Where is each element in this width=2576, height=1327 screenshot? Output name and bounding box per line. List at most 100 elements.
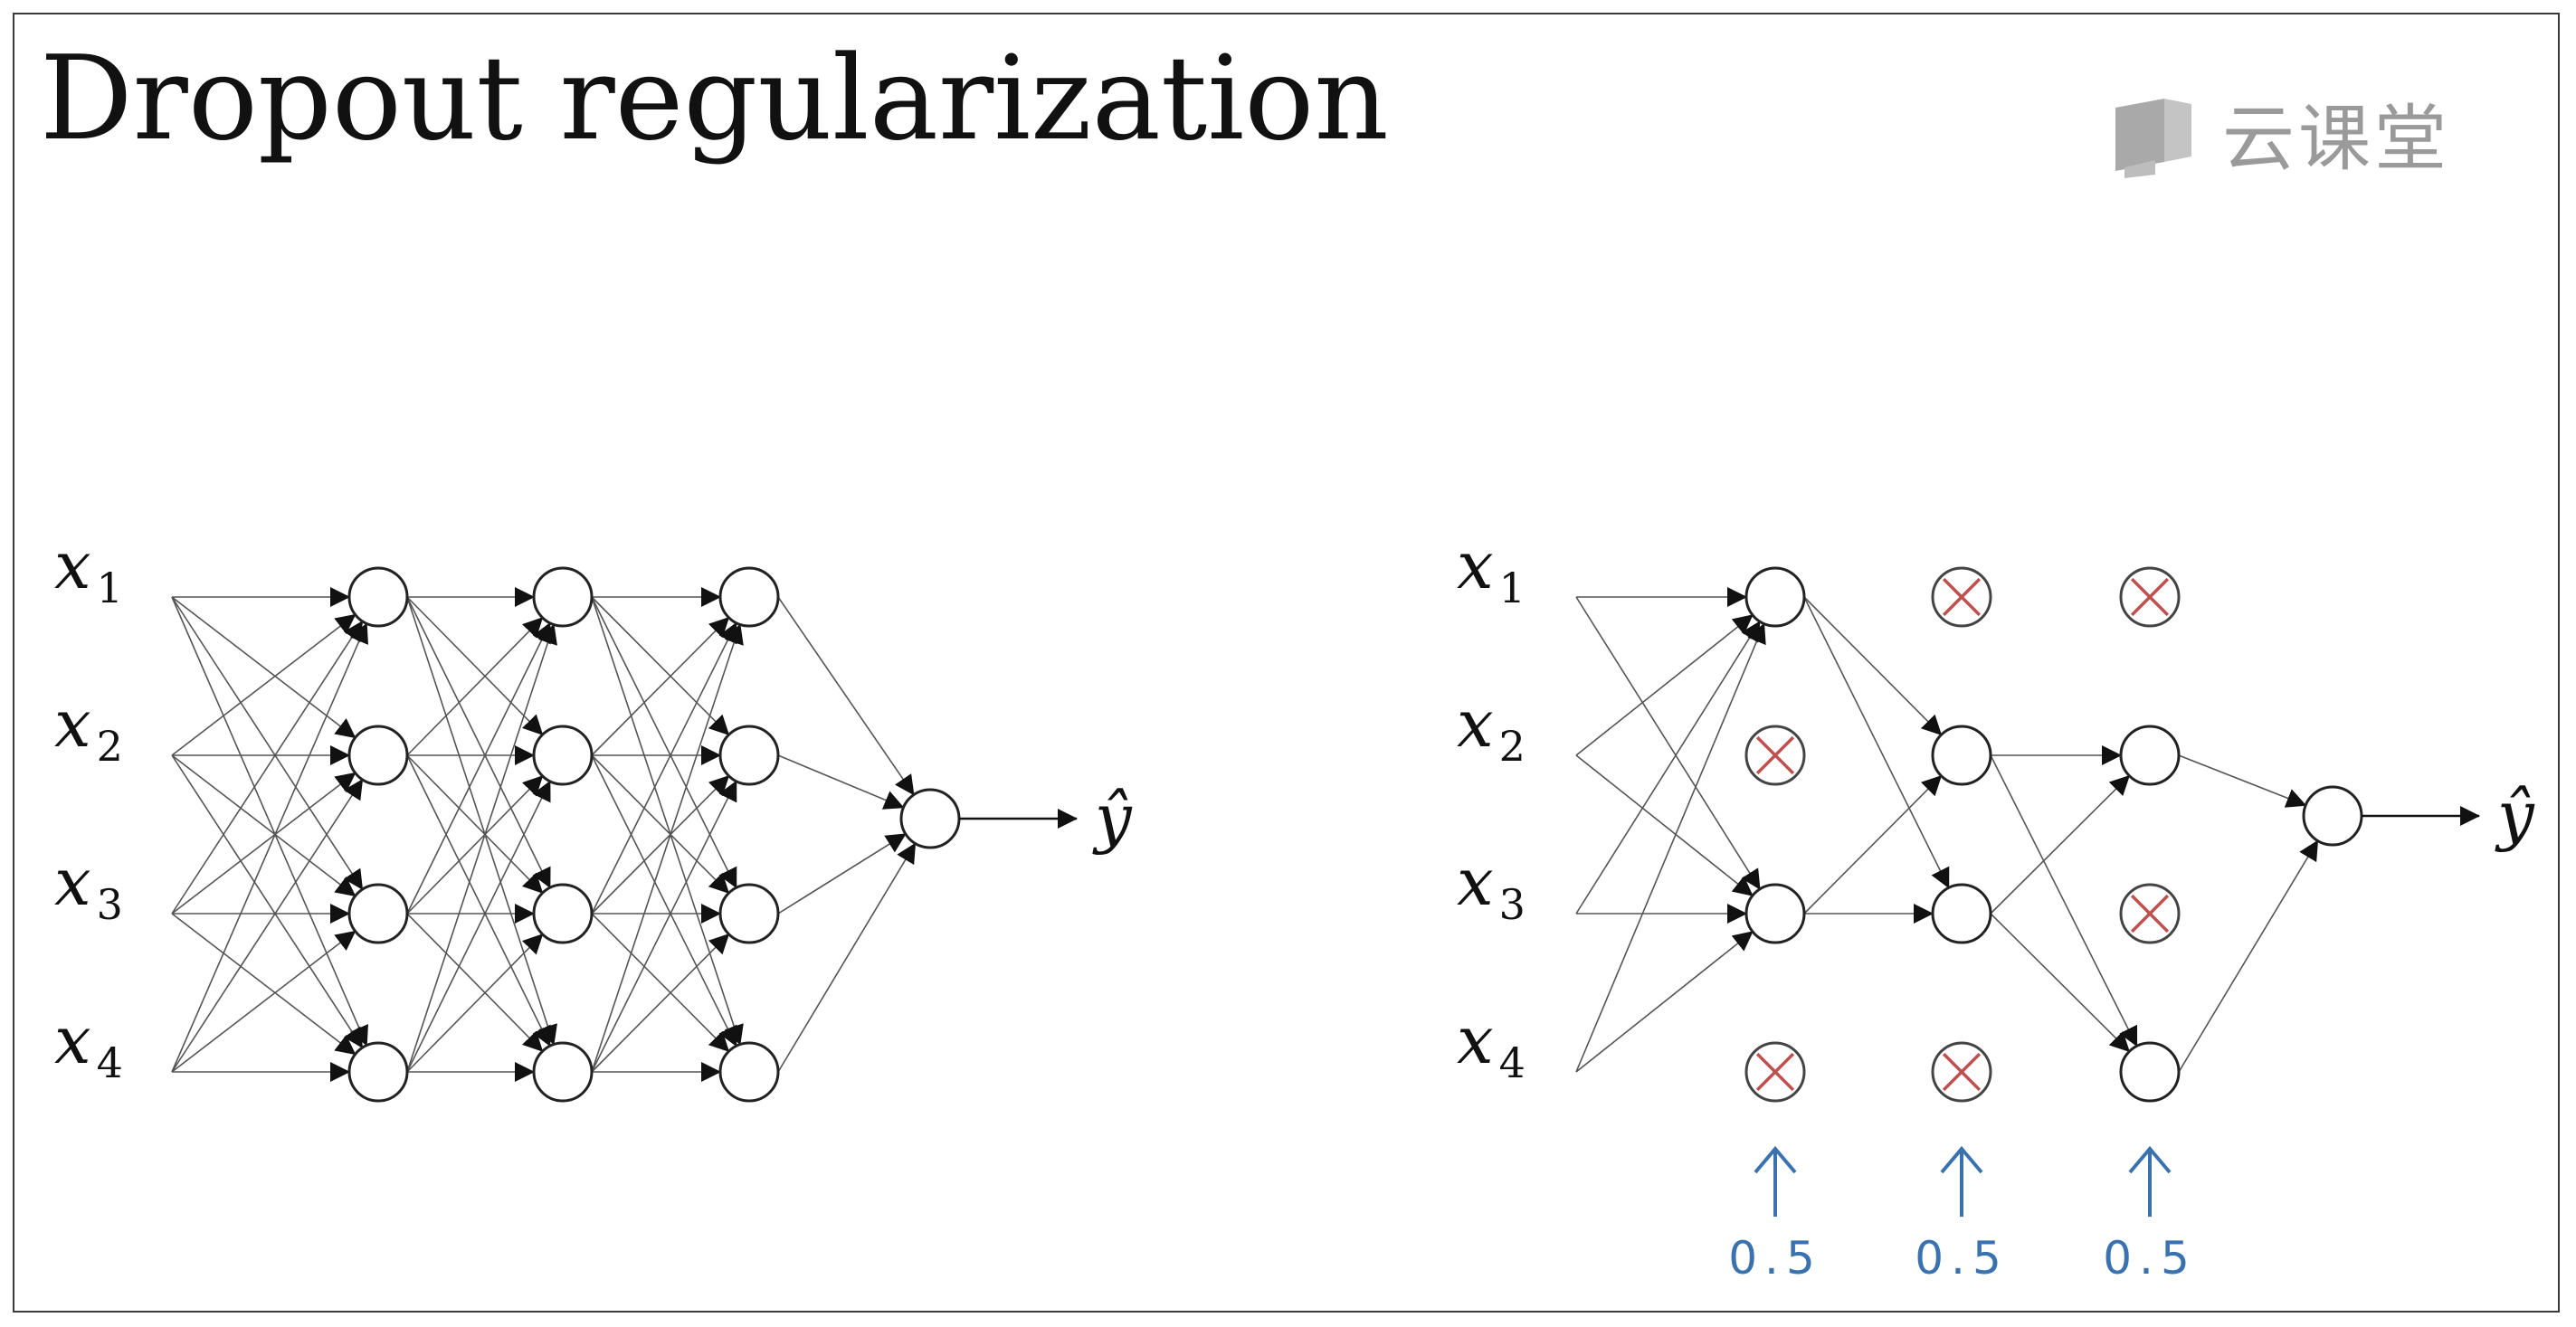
full-edge-9 bbox=[171, 772, 356, 915]
full-edge-46 bbox=[591, 933, 730, 1073]
full-edge-30 bbox=[406, 934, 544, 1073]
full-edge-3 bbox=[171, 596, 368, 1047]
full-edge-27 bbox=[406, 913, 544, 1052]
full-edge-20 bbox=[406, 617, 544, 756]
dropout-edge-10 bbox=[1803, 774, 1943, 915]
dropout-network-output: ŷ bbox=[2302, 777, 2535, 853]
dropout-unit-l1-3 bbox=[1744, 883, 1806, 944]
full-output-label: ŷ bbox=[1092, 780, 1133, 856]
full-edge-38 bbox=[591, 754, 730, 895]
full-network-edges bbox=[171, 587, 917, 1082]
full-edge-12 bbox=[171, 622, 368, 1073]
keep-prob-annotations: 0.5 0.5 0.5 bbox=[1728, 1145, 2190, 1284]
full-network-units bbox=[347, 566, 780, 1103]
dropout-unit-l3-2 bbox=[2119, 725, 2181, 786]
dropout-edge-3 bbox=[1575, 754, 1754, 896]
dropout-dropped-unit-l3-3 bbox=[2119, 883, 2181, 944]
dropout-edge-6 bbox=[1575, 622, 1766, 1073]
full-edge-40 bbox=[591, 621, 737, 915]
full-unit-l1-1 bbox=[347, 566, 409, 628]
dropout-dropped-unit-l2-1 bbox=[1931, 566, 1992, 628]
full-edge-2 bbox=[171, 596, 364, 891]
dropout-edge-2 bbox=[1575, 614, 1754, 756]
keep-prob-3: 0.5 bbox=[2103, 1145, 2190, 1284]
full-edge-45 bbox=[591, 780, 737, 1073]
dropout-dropped-unit-l1-4 bbox=[1744, 1041, 1806, 1103]
dropout-edge-17 bbox=[2178, 839, 2319, 1073]
dropout-dropped-unit-l1-2 bbox=[1744, 725, 1806, 786]
keep-prob-value-2: 0.5 bbox=[1915, 1232, 2009, 1284]
dropout-dropped-unit-l3-1 bbox=[2119, 566, 2181, 628]
keep-prob-1: 0.5 bbox=[1728, 1145, 1822, 1284]
dropout-edge-8 bbox=[1803, 596, 1943, 736]
full-edge-17 bbox=[406, 596, 544, 735]
watermark-logo: 云课堂 bbox=[2108, 83, 2450, 183]
full-edge-43 bbox=[591, 913, 730, 1053]
dropout-unit-l2-2 bbox=[1931, 725, 1992, 786]
full-edge-29 bbox=[406, 780, 551, 1073]
full-edge-8 bbox=[171, 620, 364, 915]
slide-title: Dropout regularization bbox=[40, 32, 1389, 166]
full-edge-49 bbox=[777, 754, 905, 810]
full-edge-50 bbox=[777, 833, 907, 915]
keep-prob-2: 0.5 bbox=[1915, 1145, 2009, 1284]
full-edge-13 bbox=[171, 778, 364, 1073]
dropout-edge-9 bbox=[1803, 596, 1950, 889]
full-unit-l2-3 bbox=[532, 883, 594, 944]
full-unit-l3-4 bbox=[718, 1041, 780, 1103]
full-edge-35 bbox=[591, 596, 744, 1046]
dropout-network-edges bbox=[1575, 587, 2319, 1073]
full-edge-39 bbox=[591, 754, 737, 1047]
full-edge-18 bbox=[406, 596, 551, 889]
dropout-edge-4 bbox=[1575, 621, 1761, 915]
full-unit-l2-4 bbox=[532, 1041, 594, 1103]
full-unit-l3-1 bbox=[718, 566, 780, 628]
dropout-edge-7 bbox=[1575, 931, 1754, 1073]
dropout-output-unit bbox=[2302, 785, 2363, 847]
dropout-unit-l2-3 bbox=[1931, 883, 1992, 944]
full-edge-23 bbox=[406, 754, 551, 1047]
dropout-edge-1 bbox=[1575, 596, 1761, 890]
full-edge-1 bbox=[171, 596, 356, 739]
full-unit-l3-3 bbox=[718, 883, 780, 944]
keep-prob-value-1: 0.5 bbox=[1728, 1232, 1822, 1284]
full-network-output: ŷ bbox=[899, 780, 1133, 856]
full-edge-11 bbox=[171, 913, 356, 1056]
full-edge-33 bbox=[591, 596, 730, 736]
full-edge-24 bbox=[406, 621, 551, 915]
full-edge-4 bbox=[171, 613, 356, 756]
dropout-edge-16 bbox=[2178, 754, 2307, 808]
dropout-dropped-unit-l2-4 bbox=[1931, 1041, 1992, 1103]
dropout-unit-l3-4 bbox=[2119, 1041, 2181, 1103]
watermark-text: 云课堂 bbox=[2222, 97, 2450, 181]
full-unit-l2-1 bbox=[532, 566, 594, 628]
full-edge-7 bbox=[171, 754, 364, 1049]
full-edge-48 bbox=[777, 596, 915, 796]
dropout-output-label: ŷ bbox=[2495, 777, 2535, 853]
full-unit-l3-2 bbox=[718, 725, 780, 786]
dropout-unit-l1-1 bbox=[1744, 566, 1806, 628]
full-output-unit bbox=[899, 788, 961, 849]
dropout-network-units bbox=[1744, 566, 2181, 1103]
full-unit-l1-4 bbox=[347, 1041, 409, 1103]
full-edge-6 bbox=[171, 754, 356, 897]
full-edge-19 bbox=[406, 596, 557, 1046]
full-edge-22 bbox=[406, 754, 544, 894]
full-unit-l2-2 bbox=[532, 725, 594, 786]
full-edge-34 bbox=[591, 596, 737, 889]
full-unit-l1-2 bbox=[347, 725, 409, 786]
cloud-classroom-logo-icon bbox=[2115, 99, 2191, 178]
full-edge-25 bbox=[406, 775, 544, 915]
